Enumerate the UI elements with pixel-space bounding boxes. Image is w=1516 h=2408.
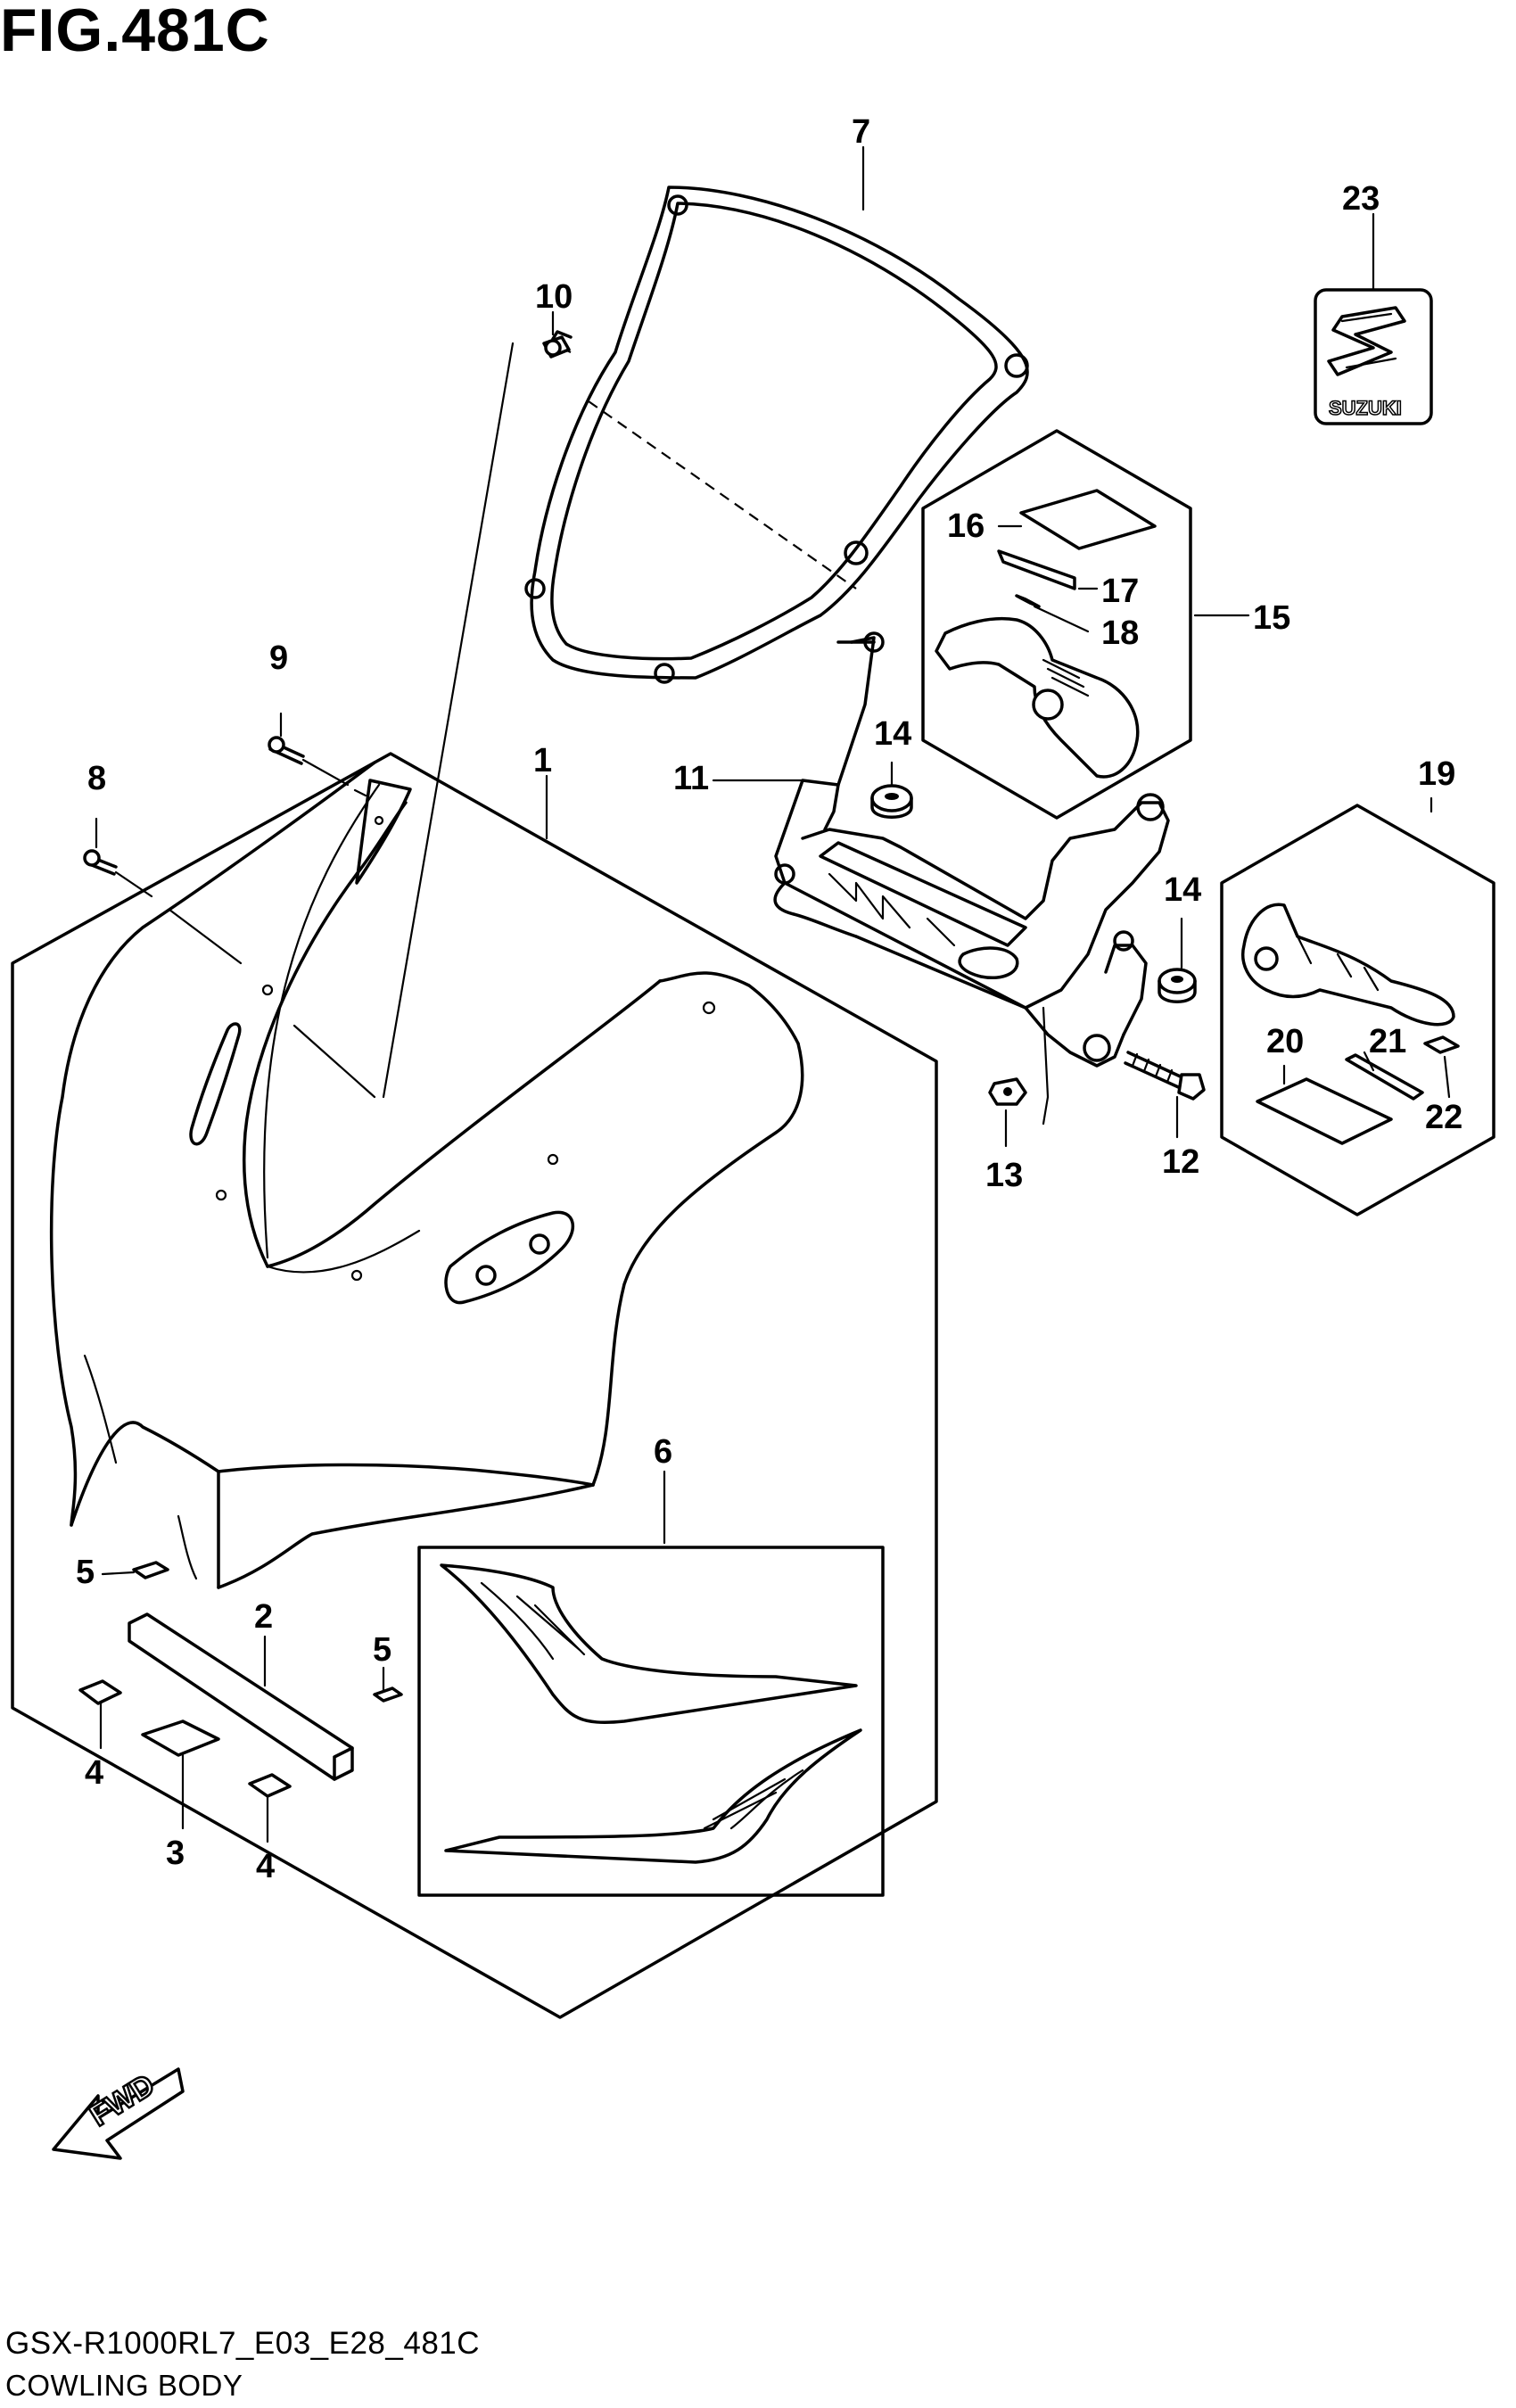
part-4-pad-left — [78, 1679, 122, 1705]
part-5-pad-left — [132, 1561, 169, 1579]
callout-8: 8 — [87, 760, 106, 797]
callout-5-right: 5 — [373, 1631, 391, 1669]
callout-2: 2 — [254, 1598, 273, 1636]
part-16-seal — [1019, 489, 1157, 550]
callout-13: 13 — [985, 1157, 1023, 1194]
part-5-pad-right — [373, 1686, 403, 1703]
callout-labels: 7 23 10 16 17 18 15 9 1 8 11 14 19 14 20… — [76, 113, 1462, 1885]
part-13-nut — [988, 1077, 1027, 1106]
screw-9-guide-line — [301, 758, 367, 797]
figure-code: GSX-R1000RL7_E03_E28_481C — [5, 2326, 481, 2361]
callout-22: 22 — [1425, 1099, 1462, 1136]
fwd-direction-arrow — [52, 2067, 185, 2160]
part-14-grommet-upper — [870, 784, 913, 819]
callout-4-left: 4 — [85, 1754, 103, 1792]
callout-14-upper: 14 — [874, 715, 911, 753]
callout-23: 23 — [1342, 180, 1380, 218]
part-19-kit-frame — [1220, 804, 1495, 1216]
part-2-seal-strip — [128, 1612, 354, 1781]
part-1-cowling-body — [11, 342, 938, 2019]
part-18-pad — [1015, 594, 1041, 608]
part-7-windscreen — [524, 186, 1029, 684]
part-23-emblem — [1314, 288, 1433, 425]
callout-18: 18 — [1101, 614, 1139, 652]
callout-1: 1 — [533, 742, 552, 779]
callout-4-right: 4 — [256, 1848, 275, 1885]
part-21-strip — [1345, 1053, 1424, 1101]
leader-lines — [95, 145, 1451, 1843]
callout-11: 11 — [673, 760, 709, 797]
callout-19: 19 — [1418, 755, 1455, 793]
callout-17: 17 — [1101, 573, 1139, 610]
emblem-text: SUZUKI — [1329, 397, 1402, 419]
part-8-screw — [83, 849, 118, 876]
figure-name: COWLING BODY — [5, 2369, 243, 2402]
callout-3: 3 — [166, 1835, 185, 1872]
callout-6: 6 — [654, 1433, 672, 1471]
callout-5-left: 5 — [76, 1554, 95, 1591]
part-15-kit-frame — [921, 429, 1192, 820]
fwd-label: FWD — [84, 2068, 161, 2133]
part-3-pad — [141, 1719, 220, 1757]
part-22-pad — [1423, 1035, 1460, 1054]
part-11-bracket — [773, 636, 1170, 1126]
part-17-strip — [997, 549, 1076, 590]
callout-12: 12 — [1162, 1143, 1199, 1181]
callout-15: 15 — [1253, 599, 1290, 637]
part-14-grommet-lower — [1158, 968, 1197, 1003]
figure-title: FIG.481C — [0, 0, 270, 64]
part-10-screw — [542, 330, 573, 359]
callout-14-lower: 14 — [1164, 871, 1201, 909]
part-20-seal — [1256, 1077, 1393, 1145]
part-4-pad-right — [248, 1773, 292, 1798]
callout-9: 9 — [269, 639, 288, 677]
callout-7: 7 — [852, 113, 870, 151]
callout-21: 21 — [1369, 1023, 1406, 1060]
callout-16: 16 — [947, 507, 985, 545]
part-9-screw — [268, 736, 305, 765]
part-12-bolt — [1124, 1051, 1206, 1101]
screw-8-guide-line — [114, 870, 243, 965]
callout-10: 10 — [535, 278, 573, 316]
callout-20: 20 — [1266, 1023, 1304, 1060]
part-6-stickers — [417, 1546, 885, 1897]
